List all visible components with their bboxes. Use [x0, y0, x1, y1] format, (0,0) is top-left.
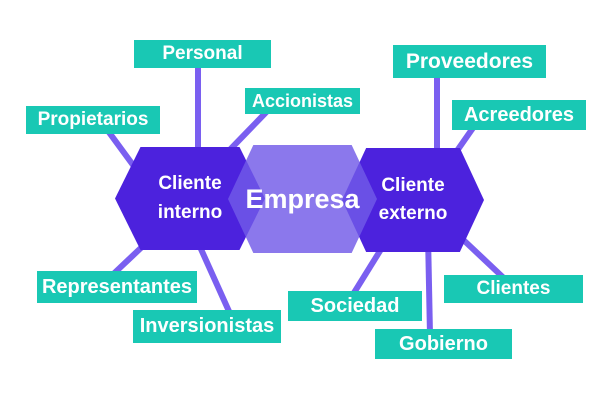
node-representantes-label: Representantes: [41, 275, 193, 298]
node-clientes: Clientes: [444, 275, 583, 303]
node-accionistas: Accionistas: [245, 88, 360, 114]
node-personal-label: Personal: [162, 43, 243, 64]
connector-inversionistas: [193, 236, 235, 320]
node-gobierno: Gobierno: [375, 329, 512, 359]
node-sociedad: Sociedad: [288, 291, 422, 321]
node-acreedores-label: Acreedores: [463, 103, 575, 126]
node-inversionistas: Inversionistas: [133, 310, 281, 343]
node-gobierno-label: Gobierno: [399, 332, 488, 355]
hexagon-empresa-label: Empresa: [245, 183, 360, 214]
node-personal: Personal: [134, 40, 271, 68]
node-inversionistas-label: Inversionistas: [139, 315, 275, 337]
node-accionistas-label: Accionistas: [251, 90, 354, 111]
node-propietarios: Propietarios: [26, 106, 160, 134]
hexagon-cliente-interno-label: interno: [157, 201, 223, 223]
hexagon-empresa: Empresa: [228, 145, 377, 253]
node-acreedores: Acreedores: [452, 100, 586, 130]
hexagon-cliente-interno-label: Cliente: [158, 173, 222, 194]
node-proveedores: Proveedores: [393, 45, 546, 78]
node-proveedores-label: Proveedores: [405, 49, 534, 73]
hexagon-cliente-externo-label: externo: [378, 203, 448, 224]
node-propietarios-label: Propietarios: [37, 109, 149, 130]
node-sociedad-label: Sociedad: [310, 294, 400, 317]
node-representantes: Representantes: [37, 271, 197, 303]
node-clientes-label: Clientes: [476, 278, 551, 299]
hexagon-cliente-externo-label: Cliente: [381, 174, 445, 196]
